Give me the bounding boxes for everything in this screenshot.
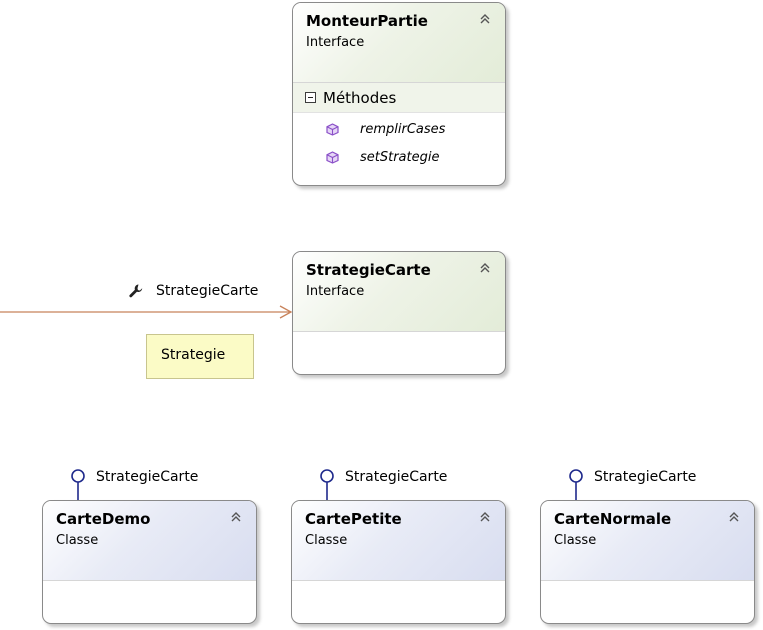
class-header: CartePetite Classe (292, 501, 505, 581)
collapse-section-icon[interactable] (305, 92, 316, 103)
collapse-chevron-icon[interactable] (728, 511, 740, 523)
class-header: CarteDemo Classe (43, 501, 256, 581)
methods-section-header[interactable]: Méthodes (293, 83, 505, 113)
method-cube-icon (326, 122, 339, 136)
monteur-partie-header: MonteurPartie Interface (293, 3, 505, 83)
method-cube-icon (326, 150, 339, 164)
class-kind: Classe (554, 533, 597, 548)
interface-title: MonteurPartie (306, 12, 428, 30)
class-kind: Classe (305, 533, 348, 548)
comment-note[interactable]: Strategie (146, 334, 254, 379)
method-item[interactable]: remplirCases (293, 115, 505, 143)
implemented-interface-name: StrategieCarte (594, 469, 697, 485)
association-label[interactable]: StrategieCarte (128, 283, 258, 299)
association-name: StrategieCarte (156, 283, 259, 299)
collapse-chevron-icon[interactable] (479, 262, 491, 274)
class-header: CarteNormale Classe (541, 501, 754, 581)
class-title: CartePetite (305, 510, 402, 528)
method-name: remplirCases (360, 121, 446, 137)
carte-petite-class[interactable]: CartePetite Classe (291, 500, 506, 624)
collapse-chevron-icon[interactable] (230, 511, 242, 523)
interface-kind: Interface (306, 284, 365, 299)
method-name: setStrategie (360, 149, 440, 165)
class-title: CarteDemo (56, 510, 151, 528)
lollipop-interface-label: StrategieCarte (70, 468, 198, 506)
strategie-carte-header: StrategieCarte Interface (293, 252, 505, 332)
collapse-chevron-icon[interactable] (479, 511, 491, 523)
lollipop-interface-label: StrategieCarte (319, 468, 447, 506)
comment-text: Strategie (161, 347, 226, 363)
interface-kind: Interface (306, 35, 365, 50)
strategie-carte-interface[interactable]: StrategieCarte Interface (292, 251, 506, 375)
methods-section-label: Méthodes (323, 88, 397, 107)
wrench-icon (129, 284, 143, 298)
carte-demo-class[interactable]: CarteDemo Classe (42, 500, 257, 624)
monteur-partie-interface[interactable]: MonteurPartie Interface Méthodes remplir… (292, 2, 506, 186)
interface-title: StrategieCarte (306, 261, 431, 279)
implemented-interface-name: StrategieCarte (345, 469, 448, 485)
carte-normale-class[interactable]: CarteNormale Classe (540, 500, 755, 624)
implemented-interface-name: StrategieCarte (96, 469, 199, 485)
class-title: CarteNormale (554, 510, 672, 528)
collapse-chevron-icon[interactable] (479, 13, 491, 25)
class-kind: Classe (56, 533, 99, 548)
method-item[interactable]: setStrategie (293, 143, 505, 171)
